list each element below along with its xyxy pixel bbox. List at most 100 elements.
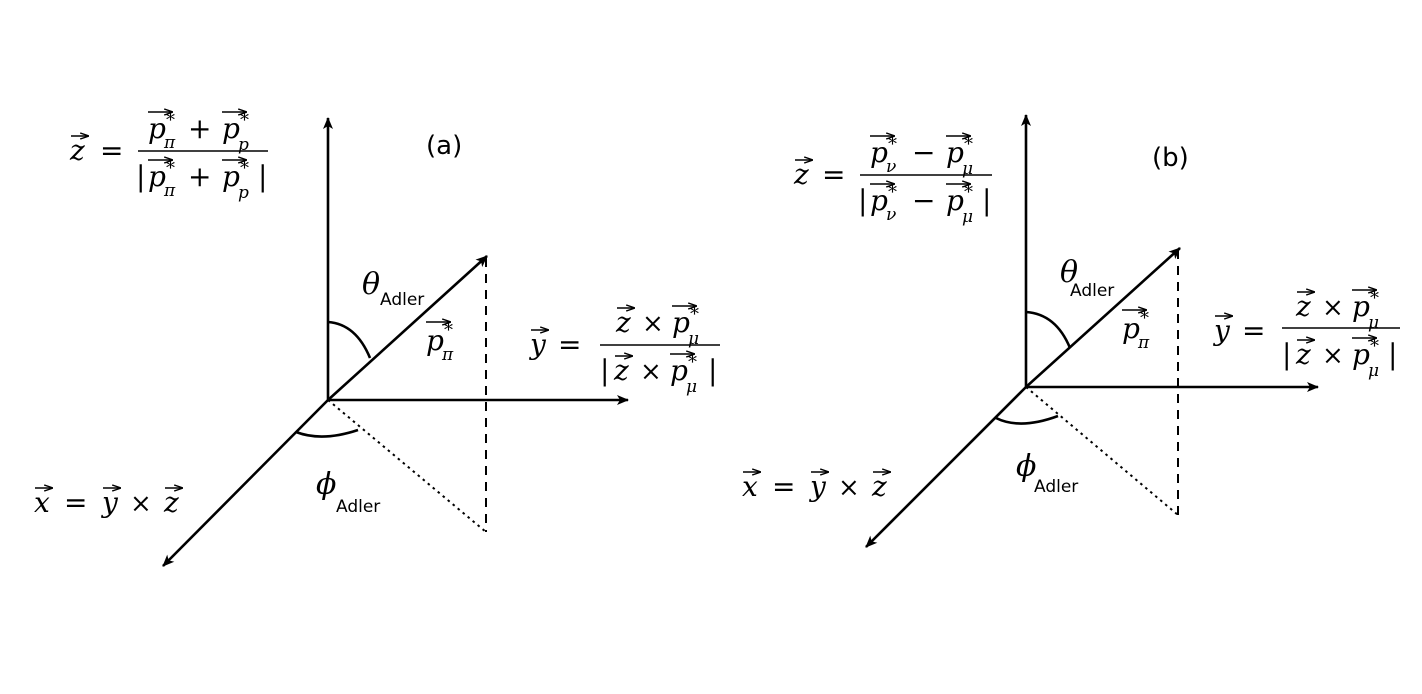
star: *: [964, 182, 973, 203]
p-symbol: p: [870, 136, 888, 169]
panel-a-p-pi-vector: [327, 255, 488, 401]
p-symbol: p: [426, 324, 444, 357]
star: *: [688, 352, 697, 373]
z-symbol: z: [871, 470, 887, 503]
subscript: ν: [886, 157, 896, 177]
subscript: π: [163, 133, 176, 153]
abs-bar: |: [858, 184, 867, 217]
abs-bar: |: [982, 184, 991, 217]
panel-b: (b) z = p ν * − p μ * | p ν *: [742, 114, 1400, 548]
panel-b-x-axis: [865, 386, 1027, 548]
panel-b-label: (b): [1152, 143, 1189, 173]
cross-sign: ×: [838, 473, 860, 503]
panel-a-theta-arc: [327, 320, 372, 359]
panel-b-theta-arc: [1025, 310, 1072, 349]
panel-a-x-axis: [162, 399, 329, 567]
phi-subscript: Adler: [1034, 477, 1078, 497]
panel-b-projection-dotted: [1025, 386, 1179, 516]
subscript: π: [441, 345, 454, 365]
subscript: μ: [1368, 313, 1379, 333]
panel-a-phi-label: ϕ Adler: [316, 467, 380, 517]
p-symbol: p: [946, 184, 964, 217]
equals-sign: =: [64, 486, 87, 519]
star: *: [1370, 336, 1379, 357]
subscript: μ: [962, 207, 973, 227]
star: *: [1370, 288, 1379, 309]
z-symbol: z: [1295, 290, 1311, 323]
subscript: μ: [962, 159, 973, 179]
panel-b-y-formula: y = z × p μ * | z × p μ * |: [1212, 288, 1400, 381]
star: *: [240, 110, 249, 131]
star: *: [166, 110, 175, 131]
phi-symbol: ϕ: [316, 467, 336, 502]
panel-a-phi-arc: [295, 428, 359, 438]
panel-b-x-formula: x = y × z: [742, 470, 890, 503]
panel-b-phi-arc: [995, 414, 1059, 425]
star: *: [888, 134, 897, 155]
theta-symbol: θ: [1060, 255, 1078, 290]
y-symbol: y: [808, 470, 827, 503]
z-symbol: z: [69, 134, 85, 167]
panel-b-z-formula: z = p ν * − p μ * | p ν * − p μ * |: [793, 134, 992, 227]
subscript: μ: [686, 377, 697, 397]
z-symbol: z: [1295, 338, 1311, 371]
x-symbol: x: [34, 486, 50, 519]
panel-b-phi-label: ϕ Adler: [1016, 449, 1078, 497]
z-symbol: z: [793, 158, 809, 191]
star: *: [690, 304, 699, 325]
panel-b-vector-label: p π *: [1122, 308, 1150, 353]
plus-sign: +: [188, 160, 211, 193]
panel-a-y-formula: y = z × p μ * | z × p μ * |: [528, 304, 720, 397]
abs-bar: |: [258, 160, 267, 193]
subscript: μ: [688, 329, 699, 349]
p-symbol: p: [670, 354, 688, 387]
panel-b-p-pi-vector: [1025, 247, 1181, 388]
abs-bar: |: [708, 354, 717, 387]
panel-a-projection-dotted: [327, 399, 487, 533]
subscript: π: [163, 181, 176, 201]
z-symbol: z: [163, 486, 179, 519]
p-symbol: p: [1122, 312, 1140, 345]
x-symbol: x: [742, 470, 758, 503]
theta-symbol: θ: [362, 267, 380, 302]
equals-sign: =: [558, 328, 581, 361]
abs-bar: |: [600, 354, 609, 387]
star: *: [166, 158, 175, 179]
panel-b-theta-label: θ Adler: [1060, 255, 1114, 301]
y-symbol: y: [1212, 314, 1231, 347]
equals-sign: =: [1242, 314, 1265, 347]
minus-sign: −: [912, 136, 935, 169]
cross-sign: ×: [1322, 341, 1344, 371]
panel-a-z-formula: z = p π * + p p * | p π * + p p * |: [69, 110, 268, 203]
cross-sign: ×: [642, 309, 664, 339]
subscript: ν: [886, 205, 896, 225]
star: *: [444, 320, 453, 341]
star: *: [964, 134, 973, 155]
abs-bar: |: [1388, 338, 1397, 371]
p-symbol: p: [672, 306, 690, 339]
p-symbol: p: [946, 136, 964, 169]
p-symbol: p: [148, 112, 166, 145]
plus-sign: +: [188, 112, 211, 145]
star: *: [1140, 308, 1149, 329]
minus-sign: −: [912, 184, 935, 217]
cross-sign: ×: [1322, 293, 1344, 323]
panel-a-theta-label: θ Adler: [362, 267, 424, 310]
theta-subscript: Adler: [1070, 281, 1114, 301]
abs-bar: |: [136, 160, 145, 193]
subscript: p: [238, 183, 249, 203]
subscript: μ: [1368, 361, 1379, 381]
equals-sign: =: [822, 158, 845, 191]
p-symbol: p: [222, 160, 240, 193]
phi-subscript: Adler: [336, 497, 380, 517]
star: *: [888, 182, 897, 203]
y-symbol: y: [528, 328, 547, 361]
star: *: [240, 158, 249, 179]
p-symbol: p: [148, 160, 166, 193]
panel-a: (a) z = p π * + p p * | p π *: [34, 110, 720, 567]
cross-sign: ×: [640, 357, 662, 387]
panel-a-x-formula: x = y × z: [34, 486, 182, 519]
subscript: π: [1137, 333, 1150, 353]
panel-a-label: (a): [426, 131, 462, 161]
